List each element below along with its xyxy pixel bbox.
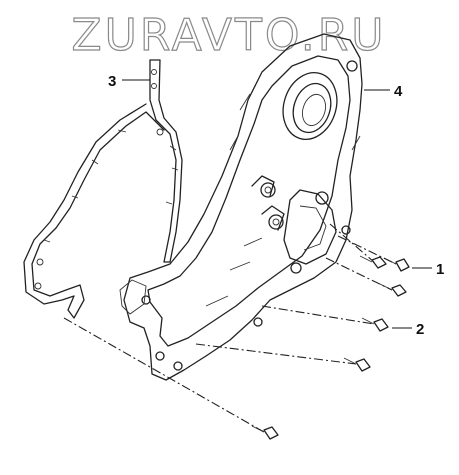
alignment-lines: [63, 223, 397, 433]
gasket-part: [23, 59, 183, 319]
watermark-text: ZURAVTO.RU: [71, 10, 386, 61]
callout-3: 3: [108, 73, 116, 90]
callout-2: 2: [416, 321, 424, 338]
front-cover-part: [119, 33, 363, 381]
bolt-group: [251, 255, 410, 440]
callout-4: 4: [394, 83, 403, 100]
callout-1: 1: [436, 261, 444, 278]
leader-lines: [122, 79, 432, 329]
